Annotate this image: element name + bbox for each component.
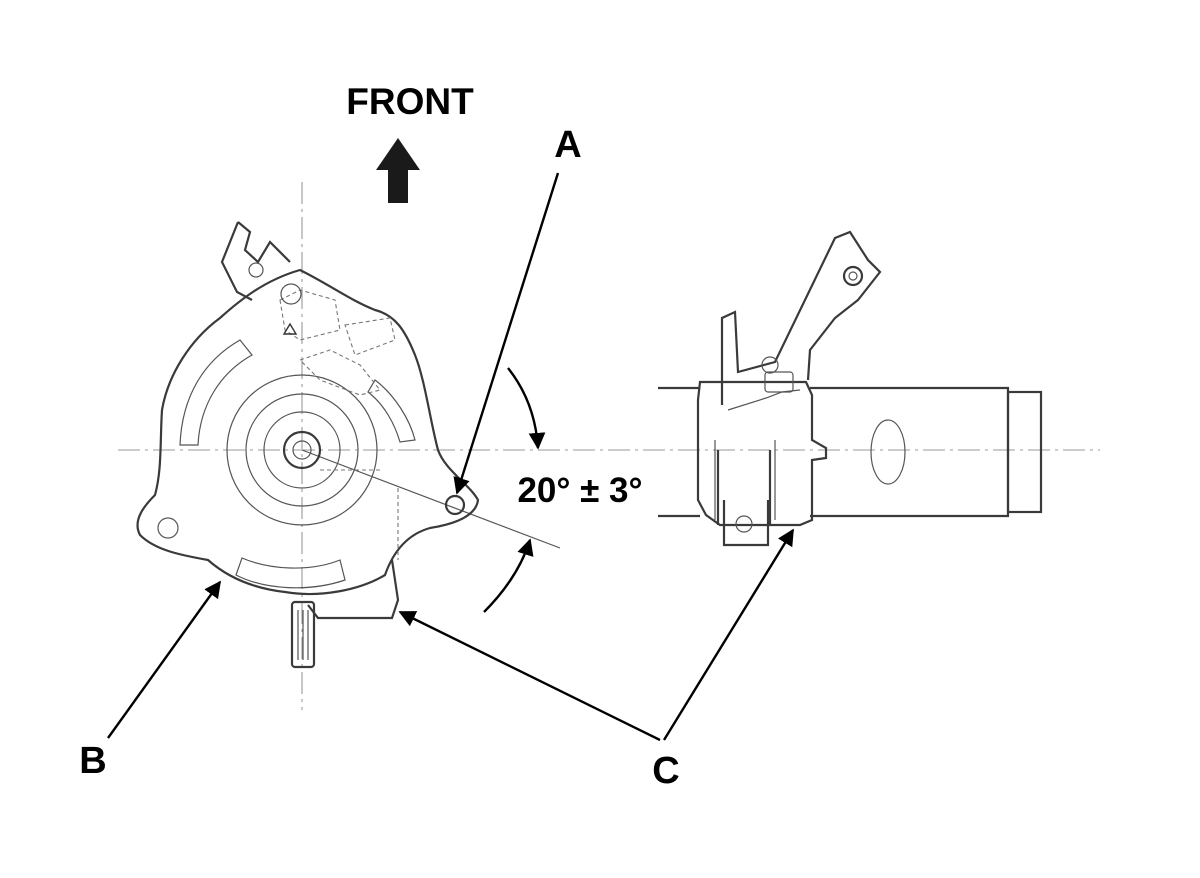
callout-a: A <box>554 124 581 166</box>
callout-b: B <box>79 740 106 782</box>
right-component <box>658 230 1043 547</box>
arrow-up-icon <box>376 138 420 203</box>
angle-label: 20° ± 3° <box>517 471 642 510</box>
leader-lines <box>107 172 795 742</box>
center-lines <box>118 182 1100 710</box>
left-component <box>136 221 480 669</box>
callout-c: C <box>652 750 679 792</box>
front-label: FRONT <box>346 81 474 122</box>
angle-dimension <box>483 367 546 613</box>
